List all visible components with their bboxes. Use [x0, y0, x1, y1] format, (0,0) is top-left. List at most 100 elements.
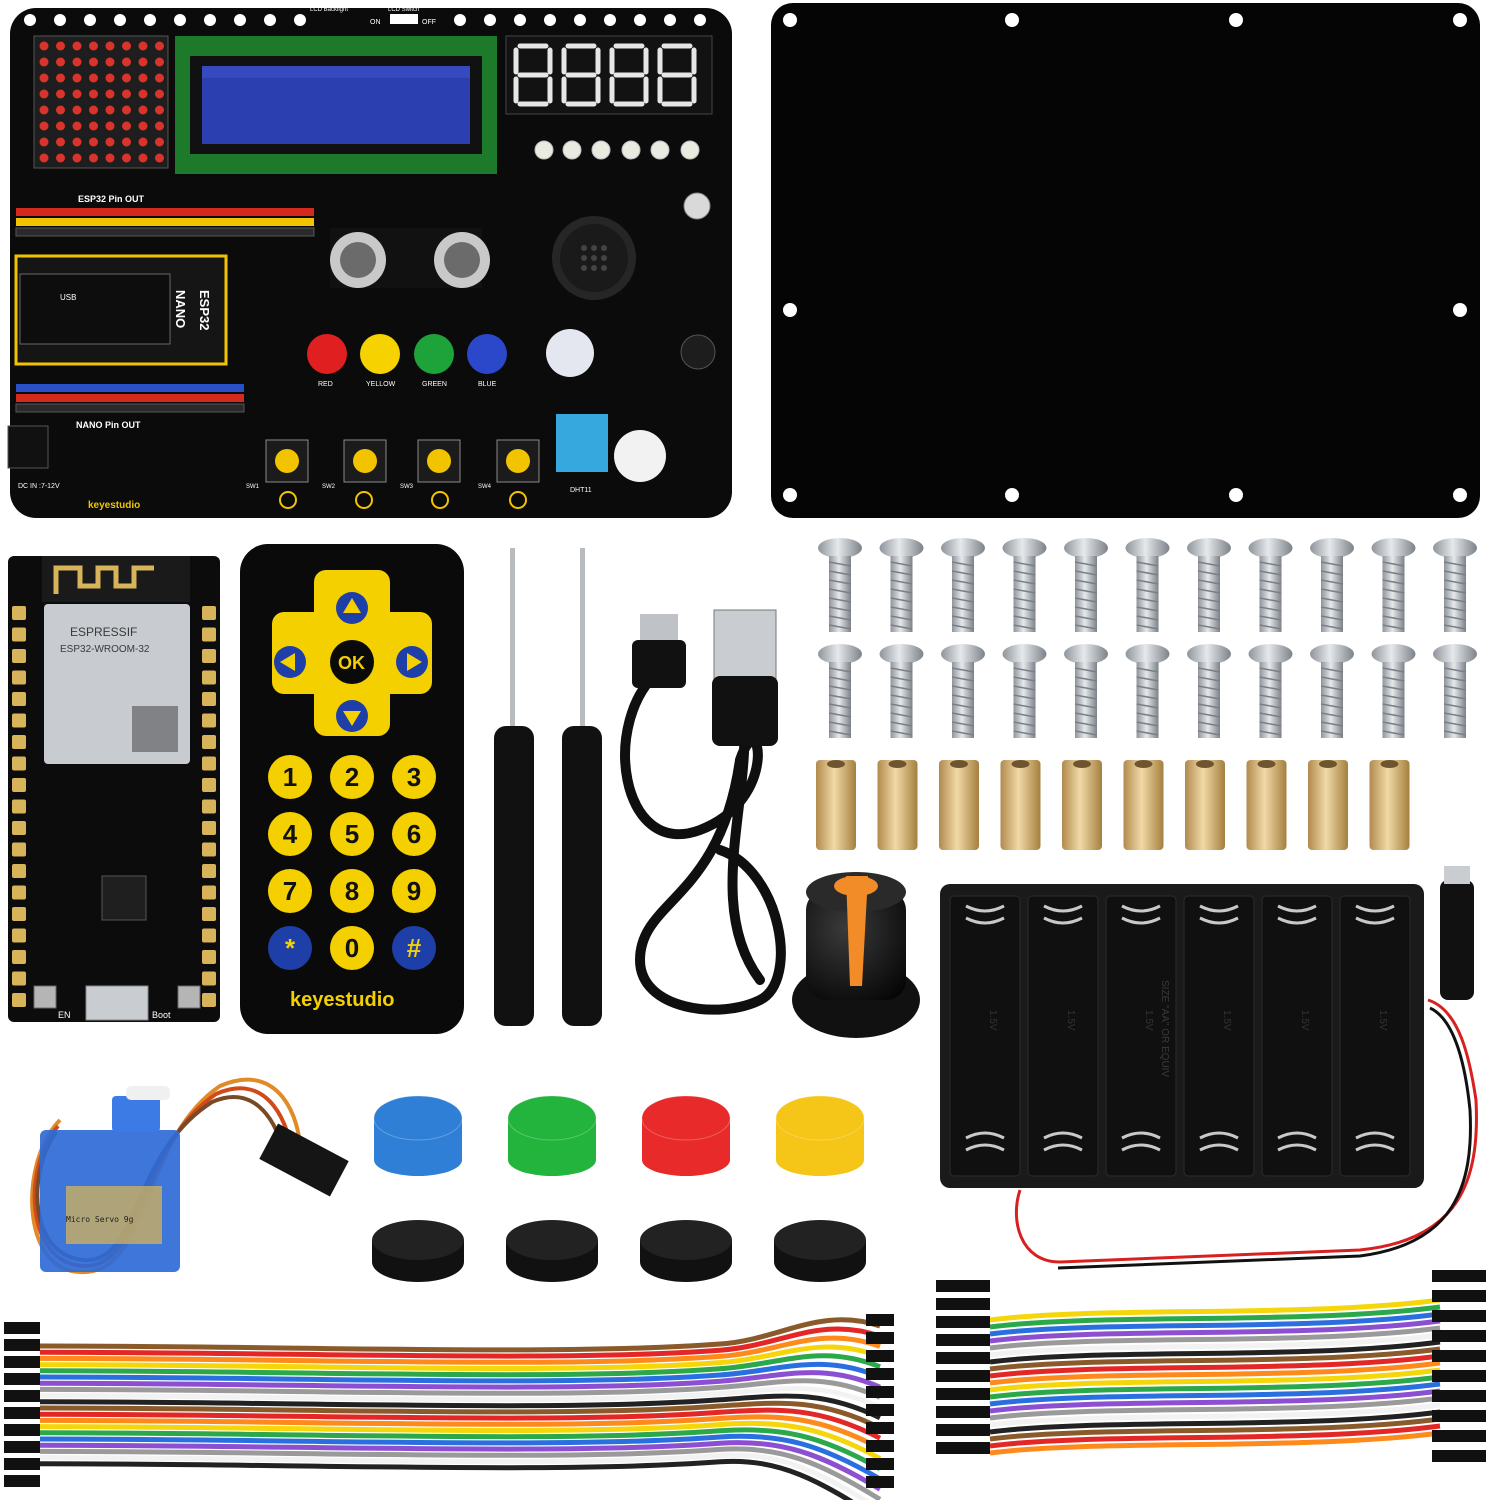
remote-key-6[interactable]: 6 — [392, 812, 436, 856]
seven-segment-display — [505, 35, 713, 115]
button-caps — [372, 1095, 866, 1282]
svg-text:4: 4 — [283, 819, 298, 849]
battery-holder-6aa: 1.5V 1.5V 1.5V 1.5V 1.5V 1.5V SIZE "AA" OR EQ… — [940, 866, 1478, 1270]
micro-usb-plug — [632, 614, 686, 688]
lcd-switch-on-label: ON — [370, 19, 381, 26]
switch-label-2: SW2 — [322, 484, 336, 490]
round-pad-0 — [372, 1220, 464, 1282]
micro-usb-port — [85, 985, 149, 1021]
remote-key-hash[interactable]: # — [392, 926, 436, 970]
led-label-yellow: YELLOW — [366, 381, 396, 388]
dht11-sensor — [556, 414, 608, 472]
round-pad-1 — [506, 1220, 598, 1282]
lcd-switch[interactable] — [390, 14, 418, 24]
dc-jack — [7, 425, 49, 469]
svg-text:2: 2 — [345, 762, 359, 792]
header-blue-row — [16, 384, 244, 392]
header-yellow-row — [16, 218, 314, 226]
header-black-row — [15, 227, 315, 237]
screwdriver-flat[interactable] — [494, 548, 534, 1026]
button-cap-2 — [641, 1095, 731, 1176]
svg-text:7: 7 — [283, 876, 297, 906]
speaker — [552, 216, 636, 300]
svg-text:1.5V: 1.5V — [987, 1010, 998, 1031]
dht11-label: DHT11 — [570, 487, 592, 494]
remote-key-9[interactable]: 9 — [392, 869, 436, 913]
color-leds: RED YELLOW GREEN BLUE — [307, 334, 507, 388]
led-label-red: RED — [318, 381, 333, 388]
en-button[interactable] — [33, 985, 57, 1009]
svg-text:1.5V: 1.5V — [1221, 1010, 1232, 1031]
led-label-blue: BLUE — [478, 381, 497, 388]
remote-key-1[interactable]: 1 — [268, 755, 312, 799]
remote-key-0[interactable]: 0 — [330, 926, 374, 970]
battery-marking: SIZE "AA" OR EQUIV — [1159, 980, 1170, 1077]
nano-pinout-label: NANO Pin OUT — [76, 420, 141, 430]
switch-label-4: SW4 — [478, 484, 492, 490]
ultrasonic-sensor — [330, 228, 490, 288]
esp32-wroom-shield — [44, 604, 190, 764]
header-black-row-2 — [15, 403, 245, 413]
dc-barrel-plug — [1440, 880, 1474, 1000]
lcd-switch-label: LCD Switch — [388, 7, 419, 13]
boot-button[interactable] — [177, 985, 201, 1009]
servo-label: Micro Servo 9g — [66, 1215, 134, 1224]
lcd-1602 — [175, 36, 497, 174]
remote-key-7[interactable]: 7 — [268, 869, 312, 913]
esp32-dev-board: ESPRESSIF ESP32-WROOM-32 EN Boot — [8, 556, 220, 1022]
remote-key-8[interactable]: 8 — [330, 869, 374, 913]
svg-text:0: 0 — [345, 933, 359, 963]
ir-remote: OK 1 2 3 4 5 6 7 8 9 * 0 # keyestudio — [240, 544, 464, 1034]
push-buttons: SW1 SW2 SW3 SW4 — [246, 439, 540, 509]
svg-text:1.5V: 1.5V — [1065, 1010, 1076, 1031]
svg-text:1.5V: 1.5V — [1143, 1010, 1154, 1031]
micro-servo: Micro Servo 9g — [30, 1077, 349, 1275]
brand-label: keyestudio — [88, 500, 140, 511]
esp32-brand-text: ESPRESSIF — [70, 625, 137, 639]
board-top-holes — [24, 14, 706, 26]
screws — [818, 538, 1477, 738]
button-cap-1 — [507, 1095, 597, 1176]
screwdriver-phillips[interactable] — [562, 548, 602, 1026]
led-dot-matrix — [33, 35, 169, 169]
boot-label: Boot — [152, 1010, 171, 1020]
svg-text:1: 1 — [283, 762, 297, 792]
remote-key-4[interactable]: 4 — [268, 812, 312, 856]
microphone — [680, 334, 716, 370]
jumper-wires-left — [4, 1314, 894, 1500]
esp32-model-text: ESP32-WROOM-32 — [60, 644, 150, 655]
controller-socket: USB NANO ESP32 — [14, 254, 228, 366]
jumper-wires-right — [936, 1270, 1486, 1462]
remote-key-2[interactable]: 2 — [330, 755, 374, 799]
en-label: EN — [58, 1010, 71, 1020]
main-board: LCD Backlight LCD Switch ON OFF ESP32 P — [7, 7, 732, 518]
svg-text:1.5V: 1.5V — [1299, 1010, 1310, 1031]
dc-in-label: DC IN :7-12V — [18, 483, 60, 490]
switch-label-1: SW1 — [246, 484, 260, 490]
remote-key-star[interactable]: * — [268, 926, 312, 970]
svg-text:1.5V: 1.5V — [1377, 1010, 1388, 1031]
lcd-backlight-label: LCD Backlight — [310, 7, 348, 13]
svg-text:9: 9 — [407, 876, 421, 906]
remote-key-5[interactable]: 5 — [330, 812, 374, 856]
svg-text:8: 8 — [345, 876, 359, 906]
esp32-pinout-label: ESP32 Pin OUT — [78, 194, 145, 204]
svg-text:5: 5 — [345, 819, 359, 849]
remote-ok-key[interactable]: OK — [338, 653, 365, 673]
svg-text:*: * — [285, 933, 296, 963]
remote-brand-label: keyestudio — [290, 989, 394, 1011]
indicator-leds — [534, 140, 700, 160]
active-buzzer — [546, 329, 594, 377]
round-pad-2 — [640, 1220, 732, 1282]
usb-a-plug — [712, 609, 778, 746]
button-cap-3 — [775, 1095, 865, 1176]
remote-key-3[interactable]: 3 — [392, 755, 436, 799]
potentiometer-knob — [792, 872, 920, 1038]
switch-label-3: SW3 — [400, 484, 414, 490]
lcd-switch-off-label: OFF — [422, 19, 436, 26]
button-cap-0 — [373, 1095, 463, 1176]
potentiometer[interactable] — [683, 192, 711, 220]
round-pad-3 — [774, 1220, 866, 1282]
header-red-row-2 — [16, 394, 244, 402]
